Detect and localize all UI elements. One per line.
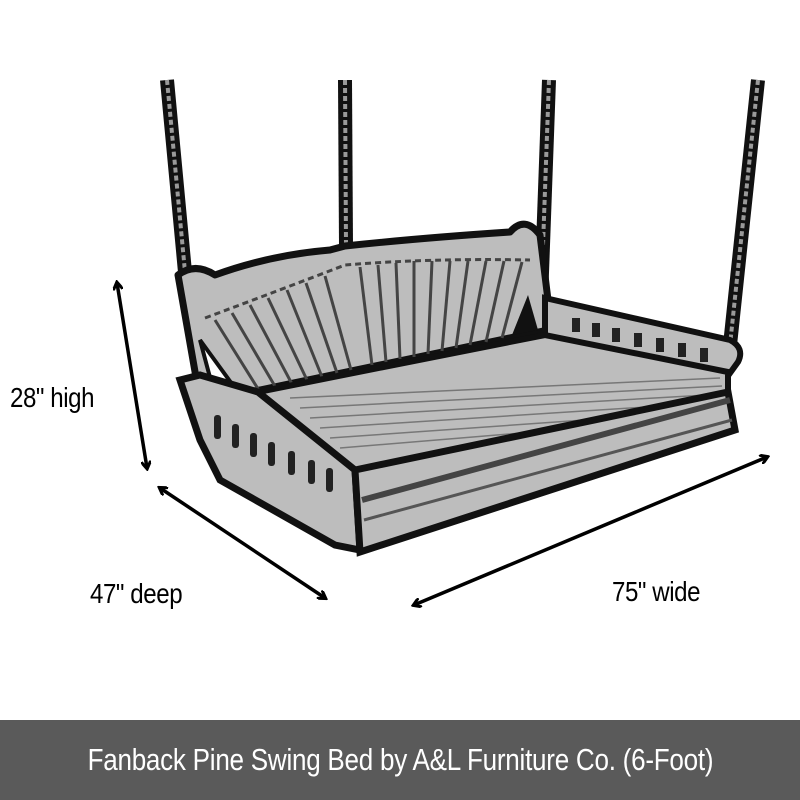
width-label: 75" wide: [612, 576, 701, 607]
caption-bar: Fanback Pine Swing Bed by A&L Furniture …: [0, 720, 800, 800]
product-caption: Fanback Pine Swing Bed by A&L Furniture …: [87, 742, 713, 777]
chain-icon: [160, 79, 765, 461]
product-illustration-area: 28" high 47" deep 75" wide: [0, 79, 800, 720]
depth-dimension-arrow: [160, 488, 325, 598]
swing-bed-illustration: [0, 79, 800, 720]
swing-backrest: [174, 220, 552, 404]
height-label: 28" high: [10, 382, 95, 413]
depth-label: 47" deep: [90, 578, 183, 609]
width-dimension-arrow: [414, 457, 767, 605]
height-dimension-arrow: [117, 283, 147, 468]
